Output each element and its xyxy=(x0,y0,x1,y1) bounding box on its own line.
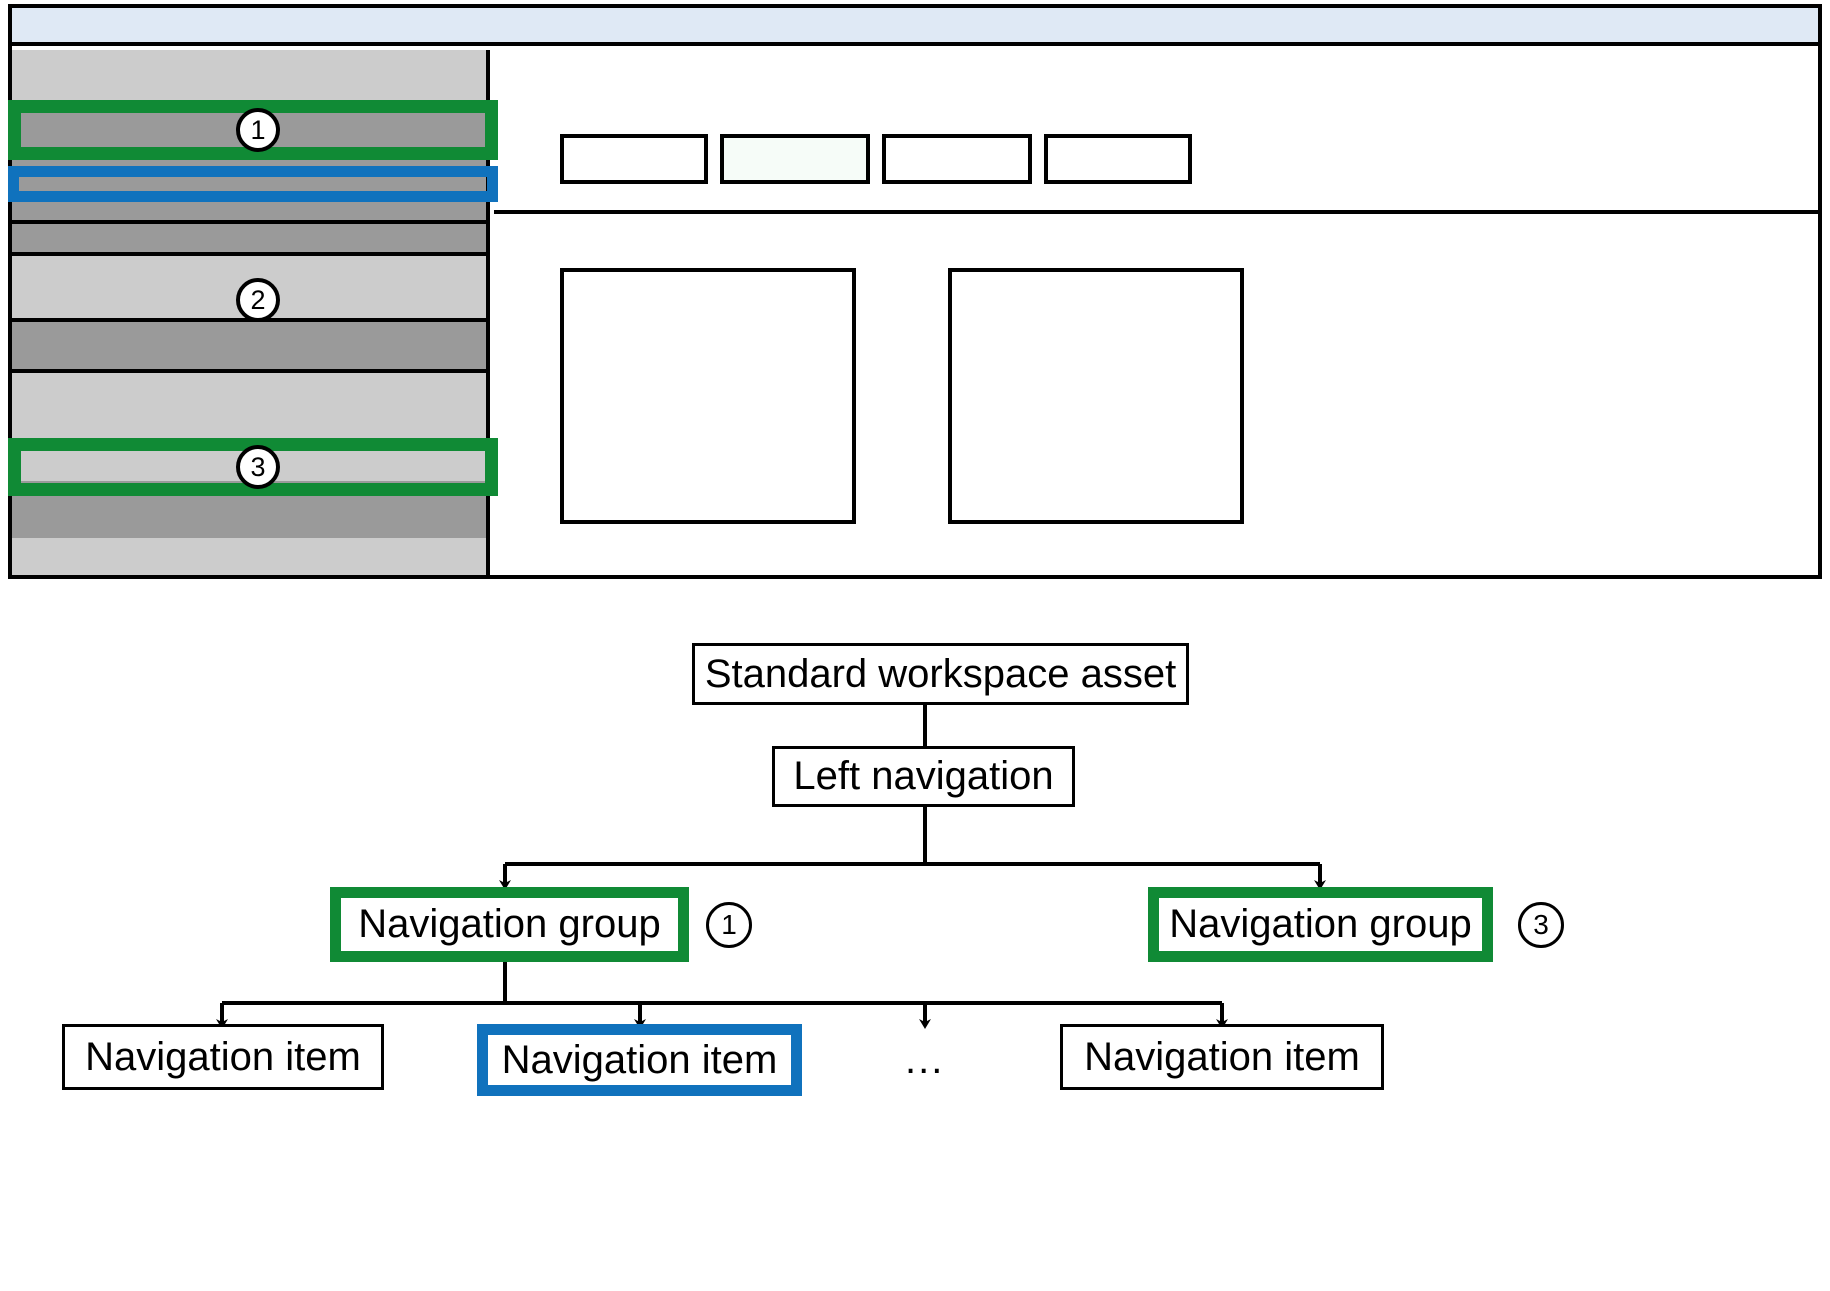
node-navigation-item-2-label: Navigation item xyxy=(488,1035,791,1085)
tab-2[interactable] xyxy=(720,134,870,184)
node-left-navigation[interactable]: Left navigation xyxy=(772,746,1075,807)
global-top-bar xyxy=(12,8,1818,46)
tab-1[interactable] xyxy=(560,134,708,184)
callout-badge-3: 3 xyxy=(236,445,280,489)
nav-row-4[interactable] xyxy=(12,220,486,256)
tab-3[interactable] xyxy=(882,134,1032,184)
node-navigation-item-ellipsis: ... xyxy=(905,1038,945,1082)
tab-strip xyxy=(494,50,1818,214)
callout-badge-1: 1 xyxy=(236,108,280,152)
node-navigation-group-1[interactable]: Navigation group xyxy=(330,887,689,962)
callout-highlight-green-3 xyxy=(8,438,498,496)
callout-highlight-blue xyxy=(8,166,498,202)
content-card-2[interactable] xyxy=(948,268,1244,524)
tab-4[interactable] xyxy=(1044,134,1192,184)
node-standard-workspace-asset[interactable]: Standard workspace asset xyxy=(692,643,1189,705)
connector-lines xyxy=(216,705,1326,1029)
left-navigation-hierarchy-diagram: Standard workspace asset Left navigation… xyxy=(0,600,1830,1291)
node-navigation-group-3[interactable]: Navigation group xyxy=(1148,887,1493,962)
callout-badge-2: 2 xyxy=(236,278,280,322)
content-pane xyxy=(494,50,1818,575)
content-card-1[interactable] xyxy=(560,268,856,524)
tree-callout-badge-3: 3 xyxy=(1518,902,1564,948)
nav-row-1[interactable] xyxy=(12,50,486,108)
nav-row-9[interactable] xyxy=(12,538,486,575)
workspace-asset-wireframe: 1 2 3 xyxy=(8,4,1822,579)
tree-callout-badge-1: 1 xyxy=(706,902,752,948)
nav-row-6-group-2[interactable] xyxy=(12,318,486,373)
callout-highlight-green-1 xyxy=(8,100,498,160)
node-navigation-group-3-label: Navigation group xyxy=(1159,898,1482,951)
node-navigation-item-n[interactable]: Navigation item xyxy=(1060,1024,1384,1090)
node-navigation-group-1-label: Navigation group xyxy=(341,898,678,951)
node-navigation-item-2-selected[interactable]: Navigation item xyxy=(477,1024,802,1096)
node-navigation-item-1[interactable]: Navigation item xyxy=(62,1024,384,1090)
